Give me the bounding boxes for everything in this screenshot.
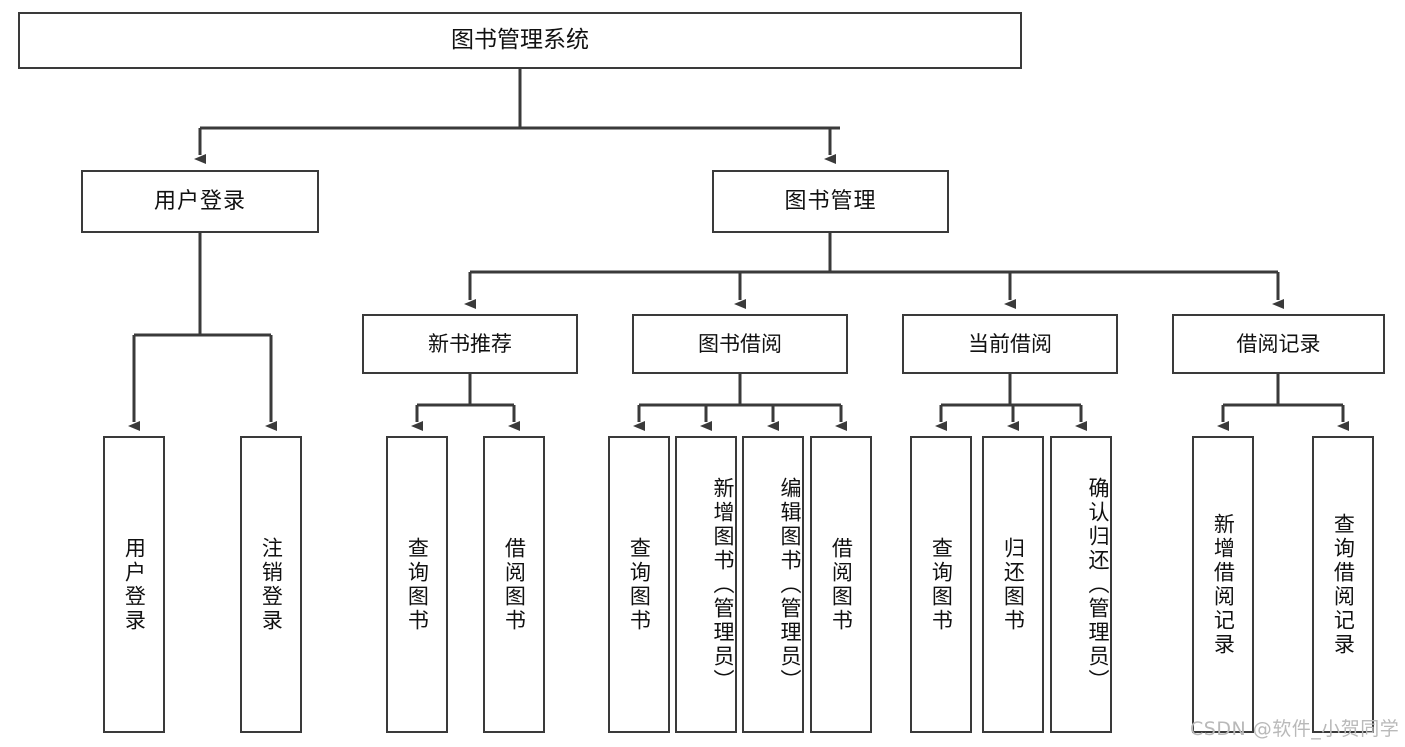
node-book-management[interactable]: 图书管理	[712, 170, 949, 233]
leaf-return-book[interactable]: 归还图书	[982, 436, 1044, 733]
node-root-book-management-system[interactable]: 图书管理系统	[18, 12, 1022, 69]
leaf-query-book-recommend[interactable]: 查询图书	[386, 436, 448, 733]
leaf-user-login[interactable]: 用户登录	[103, 436, 165, 733]
leaf-edit-book-admin[interactable]: 编辑图书（管理员）	[742, 436, 804, 733]
node-borrow-record[interactable]: 借阅记录	[1172, 314, 1385, 374]
leaf-add-book-admin[interactable]: 新增图书（管理员）	[675, 436, 737, 733]
node-current-borrow[interactable]: 当前借阅	[902, 314, 1118, 374]
node-new-book-recommend[interactable]: 新书推荐	[362, 314, 578, 374]
leaf-borrow-book[interactable]: 借阅图书	[810, 436, 872, 733]
leaf-logout[interactable]: 注销登录	[240, 436, 302, 733]
leaf-confirm-return-admin[interactable]: 确认归还（管理员）	[1050, 436, 1112, 733]
node-user-login[interactable]: 用户登录	[81, 170, 319, 233]
leaf-query-borrow-record[interactable]: 查询借阅记录	[1312, 436, 1374, 733]
csdn-watermark: CSDN @软件_小贺同学	[1190, 718, 1400, 740]
leaf-query-book-current[interactable]: 查询图书	[910, 436, 972, 733]
leaf-add-borrow-record[interactable]: 新增借阅记录	[1192, 436, 1254, 733]
leaf-borrow-book-recommend[interactable]: 借阅图书	[483, 436, 545, 733]
leaf-query-book-borrow[interactable]: 查询图书	[608, 436, 670, 733]
node-book-borrow[interactable]: 图书借阅	[632, 314, 848, 374]
